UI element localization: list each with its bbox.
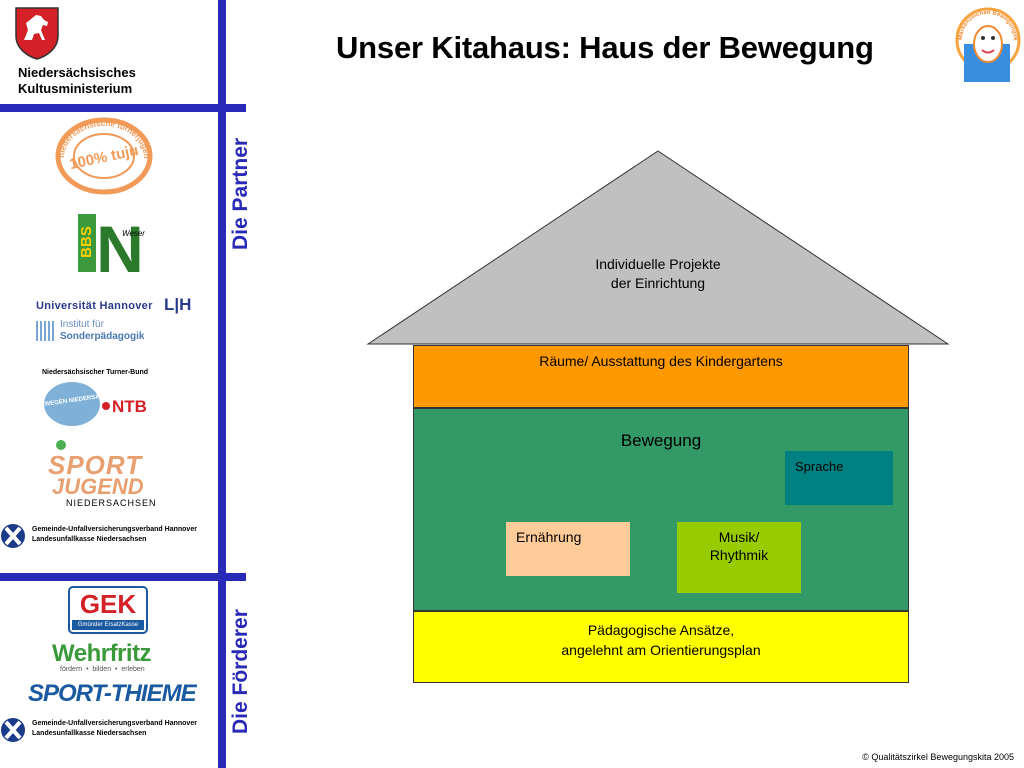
institute-line2: Sonderpädagogik xyxy=(60,331,145,342)
sport-thieme-logo: SPORT-THIEME xyxy=(28,680,197,707)
bbs-weser-logo: BBS N Weser xyxy=(76,212,150,286)
copyright: © Qualitätszirkel Bewegungskita 2005 xyxy=(862,752,1014,762)
gek-text: GEK xyxy=(79,589,137,619)
sprache-box: Sprache xyxy=(785,451,893,505)
foundation-box: Pädagogische Ansätze, angelehnt am Orien… xyxy=(413,611,909,683)
guv-partner-line1: Gemeinde-Unfallversicherungsverband Hann… xyxy=(32,526,197,533)
sportjugend-line3: NIEDERSACHSEN xyxy=(66,498,157,508)
turnerjugend-logo: niedersächsische turnerjugend 100% tuju xyxy=(52,109,154,196)
sportjugend-figure-icon xyxy=(56,440,66,450)
bbs-n-letter: N xyxy=(96,212,144,274)
lower-saxony-crest xyxy=(14,6,60,60)
institute-line1: Institut für xyxy=(60,319,104,330)
wehrfritz-subtext: fördern • bilden • erleben xyxy=(60,666,145,673)
guv-partner-logo: Gemeinde-Unfallversicherungsverband Hann… xyxy=(0,522,212,552)
ernaehrung-box: Ernährung xyxy=(506,522,630,576)
bbs-weser-text: Weser xyxy=(122,229,145,238)
guv-partner-line2: Landesunfallkasse Niedersachsen xyxy=(32,536,147,543)
frame-middle-divider xyxy=(0,573,246,581)
rooms-box: Räume/ Ausstattung des Kindergartens xyxy=(413,345,909,408)
bewegungskita-logo: Markenzeichen Bewegungskita xyxy=(950,2,1024,84)
sportjugend-line2: JUGEND xyxy=(52,474,144,499)
guv-sponsor-line1: Gemeinde-Unfallversicherungsverband Hann… xyxy=(32,720,197,727)
wehrfritz-logo: Wehrfritz fördern • bilden • erleben xyxy=(52,640,162,676)
gek-logo: GEK Gmünder ErsatzKasse xyxy=(68,586,148,634)
roof-text: Individuelle Projekte der Einrichtung xyxy=(595,256,721,291)
sportjugend-logo: SPORT JUGEND NIEDERSACHSEN xyxy=(42,440,172,512)
bewegung-title: Bewegung xyxy=(620,431,702,450)
partners-label: Die Partner xyxy=(229,137,252,250)
bbs-letters: BBS xyxy=(78,226,95,258)
bewegung-box: Bewegung xyxy=(413,408,909,611)
ntb-mark: NTB xyxy=(112,397,147,416)
university-mark: L|H xyxy=(164,295,192,314)
rooms-text: Räume/ Ausstattung des Kindergartens xyxy=(539,353,783,369)
sprache-text: Sprache xyxy=(795,459,844,474)
frame-vertical-line xyxy=(218,0,226,768)
sponsors-label: Die Förderer xyxy=(229,609,252,734)
guv-sponsor-logo: Gemeinde-Unfallversicherungsverband Hann… xyxy=(0,716,212,746)
house-roof xyxy=(366,150,950,345)
ntb-logo: Niedersächsischer Turner-Bund WIR BEWEGE… xyxy=(38,366,178,432)
university-name: Universität Hannover xyxy=(36,300,153,312)
wehrfritz-text: Wehrfritz xyxy=(52,640,152,667)
university-hannover-logo: Universität Hannover L|H Institut für So… xyxy=(36,295,196,344)
ernaehrung-text: Ernährung xyxy=(516,529,582,545)
page-title: Unser Kitahaus: Haus der Bewegung xyxy=(336,30,874,65)
guv-sponsor-line2: Landesunfallkasse Niedersachsen xyxy=(32,730,147,737)
frame-top-divider xyxy=(0,104,246,112)
sportjugend-line1: SPORT xyxy=(48,450,143,480)
ministry-name: Niedersächsisches Kultusministerium xyxy=(18,65,136,96)
gek-subtext: Gmünder ErsatzKasse xyxy=(72,620,144,630)
ntb-title: Niedersächsischer Turner-Bund xyxy=(42,369,149,376)
musik-box: Musik/ Rhythmik xyxy=(677,522,801,593)
institute-bars-icon xyxy=(36,321,54,341)
